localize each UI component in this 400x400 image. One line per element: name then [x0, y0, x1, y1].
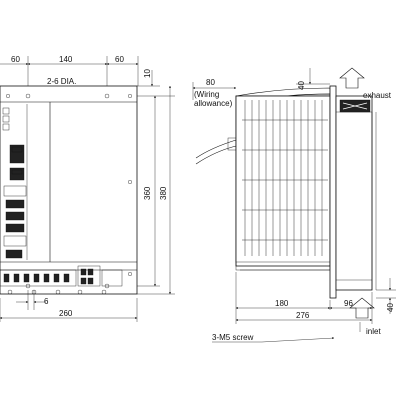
front-top-dimension: 60 140 60 — [0, 55, 139, 96]
dim-total-width: 260 — [59, 309, 73, 318]
wiring-label-line2: allowance) — [194, 99, 233, 108]
wiring-allowance-dimension: 80 (Wiring allowance) — [192, 78, 237, 108]
terminal-block — [0, 265, 123, 295]
dim-depth-body: 180 — [275, 299, 289, 308]
front-top-offset-dimension: 10 — [137, 69, 175, 97]
mount-hole-top-right — [104, 93, 110, 99]
front-height-dimensions: 360 380 — [137, 85, 175, 295]
dim-wiring: 80 — [206, 78, 215, 87]
front-bottom-dimensions: 6 260 — [0, 290, 138, 322]
exhaust-indicator: exhaust — [339, 67, 392, 100]
dim-center-span: 140 — [59, 55, 73, 64]
wiring-label-line1: (Wiring — [194, 90, 219, 99]
inlet-label: inlet — [366, 327, 381, 336]
bottom-flange-dimension: 40 — [376, 278, 396, 314]
dim-bottom-small: 6 — [44, 297, 49, 306]
power-cable — [195, 139, 237, 159]
exhaust-label: exhaust — [363, 91, 392, 100]
rear-duct — [329, 85, 377, 299]
mount-hole-top-left — [25, 93, 31, 99]
screw-callout: 3-M5 screw — [212, 333, 335, 343]
dim-total-depth: 276 — [296, 311, 310, 320]
dim-bottom-flange: 40 — [386, 303, 395, 312]
side-chassis — [235, 95, 331, 267]
hole-callout-text: 2-6 DIA. — [47, 77, 76, 86]
display-module — [9, 144, 25, 164]
control-panel — [2, 104, 28, 260]
inlet-indicator: inlet — [349, 297, 381, 336]
heatsink-fins — [242, 100, 328, 256]
front-view: 60 140 60 10 2-6 DIA. — [0, 55, 175, 322]
side-view: 80 (Wiring allowance) 40 — [192, 67, 396, 343]
dim-inner-height: 360 — [143, 186, 152, 200]
side-bottom-dimensions: 180 96 276 — [235, 272, 373, 324]
dim-outer-height: 380 — [159, 186, 168, 200]
dim-left-margin: 60 — [11, 55, 20, 64]
dim-top-offset: 10 — [143, 69, 152, 78]
dim-right-margin: 60 — [115, 55, 124, 64]
front-chassis — [0, 85, 138, 295]
dim-top-flange: 40 — [297, 81, 306, 90]
dim-depth-heatsink: 96 — [344, 299, 353, 308]
screw-label: 3-M5 screw — [212, 333, 254, 342]
